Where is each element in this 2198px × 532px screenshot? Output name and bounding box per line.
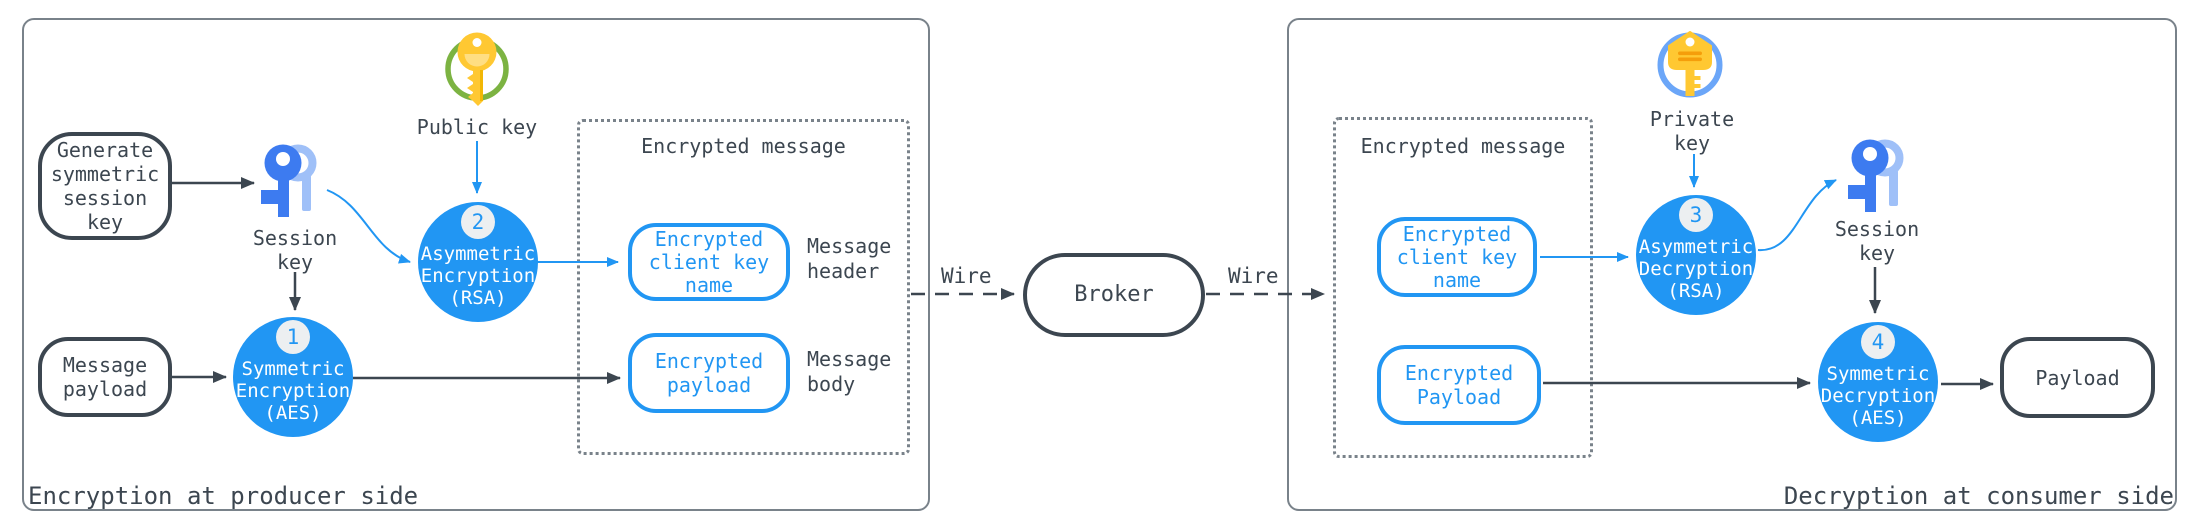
producer-panel [22, 18, 930, 511]
wire-left-label: Wire [941, 264, 992, 288]
step3-number-badge: 3 [1679, 198, 1713, 232]
step1-label: Symmetric Encryption (AES) [235, 358, 351, 424]
producer-encrypted-message-box: Encrypted message [577, 119, 910, 455]
consumer-panel [1287, 18, 2177, 511]
consumer-encrypted-message-box: Encrypted message [1333, 117, 1593, 458]
step2-label: Asymmetric Encryption (RSA) [420, 243, 536, 309]
message-body-label: Message body [807, 347, 892, 396]
message-payload-node: Message payload [38, 337, 172, 417]
arrow-step3-to-session-key [1757, 179, 1837, 252]
step3-asymmetric-decryption-circle: 3 Asymmetric Decryption (RSA) [1636, 195, 1756, 315]
consumer-encrypted-client-key-node: Encrypted client key name [1377, 217, 1537, 297]
step4-symmetric-decryption-circle: 4 Symmetric Decryption (AES) [1818, 322, 1938, 442]
message-header-label: Message header [807, 234, 892, 283]
payload-node: Payload [2000, 337, 2155, 418]
step1-symmetric-encryption-circle: 1 Symmetric Encryption (AES) [233, 317, 353, 437]
producer-encrypted-message-title: Encrypted message [641, 134, 846, 158]
step4-number-badge: 4 [1861, 325, 1895, 359]
consumer-session-key-label: Session key [1834, 217, 1920, 265]
wire-right-label: Wire [1228, 264, 1279, 288]
producer-section-label: Encryption at producer side [28, 482, 419, 510]
generate-session-key-node: Generate symmetric session key [38, 132, 172, 240]
session-key-icon [1845, 137, 1911, 215]
private-key-icon [1652, 26, 1728, 104]
public-key-label: Public key [416, 115, 538, 139]
consumer-encrypted-payload-node: Encrypted Payload [1377, 345, 1541, 425]
step2-number-badge: 2 [461, 205, 495, 239]
arrow-session-key-to-step2 [326, 189, 411, 264]
broker-node: Broker [1023, 253, 1205, 337]
step4-label: Symmetric Decryption (AES) [1820, 363, 1936, 429]
public-key-icon [440, 28, 514, 106]
step1-number-badge: 1 [276, 320, 310, 354]
producer-session-key-label: Session key [252, 226, 338, 274]
session-key-icon [258, 142, 324, 220]
producer-encrypted-payload-node: Encrypted payload [628, 333, 790, 413]
consumer-section-label: Decryption at consumer side [1783, 482, 2174, 510]
consumer-encrypted-message-title: Encrypted message [1360, 134, 1566, 158]
private-key-label: Private key [1649, 107, 1735, 155]
producer-encrypted-client-key-node: Encrypted client key name [628, 223, 790, 301]
step3-label: Asymmetric Decryption (RSA) [1638, 236, 1754, 302]
step2-asymmetric-encryption-circle: 2 Asymmetric Encryption (RSA) [418, 202, 538, 322]
